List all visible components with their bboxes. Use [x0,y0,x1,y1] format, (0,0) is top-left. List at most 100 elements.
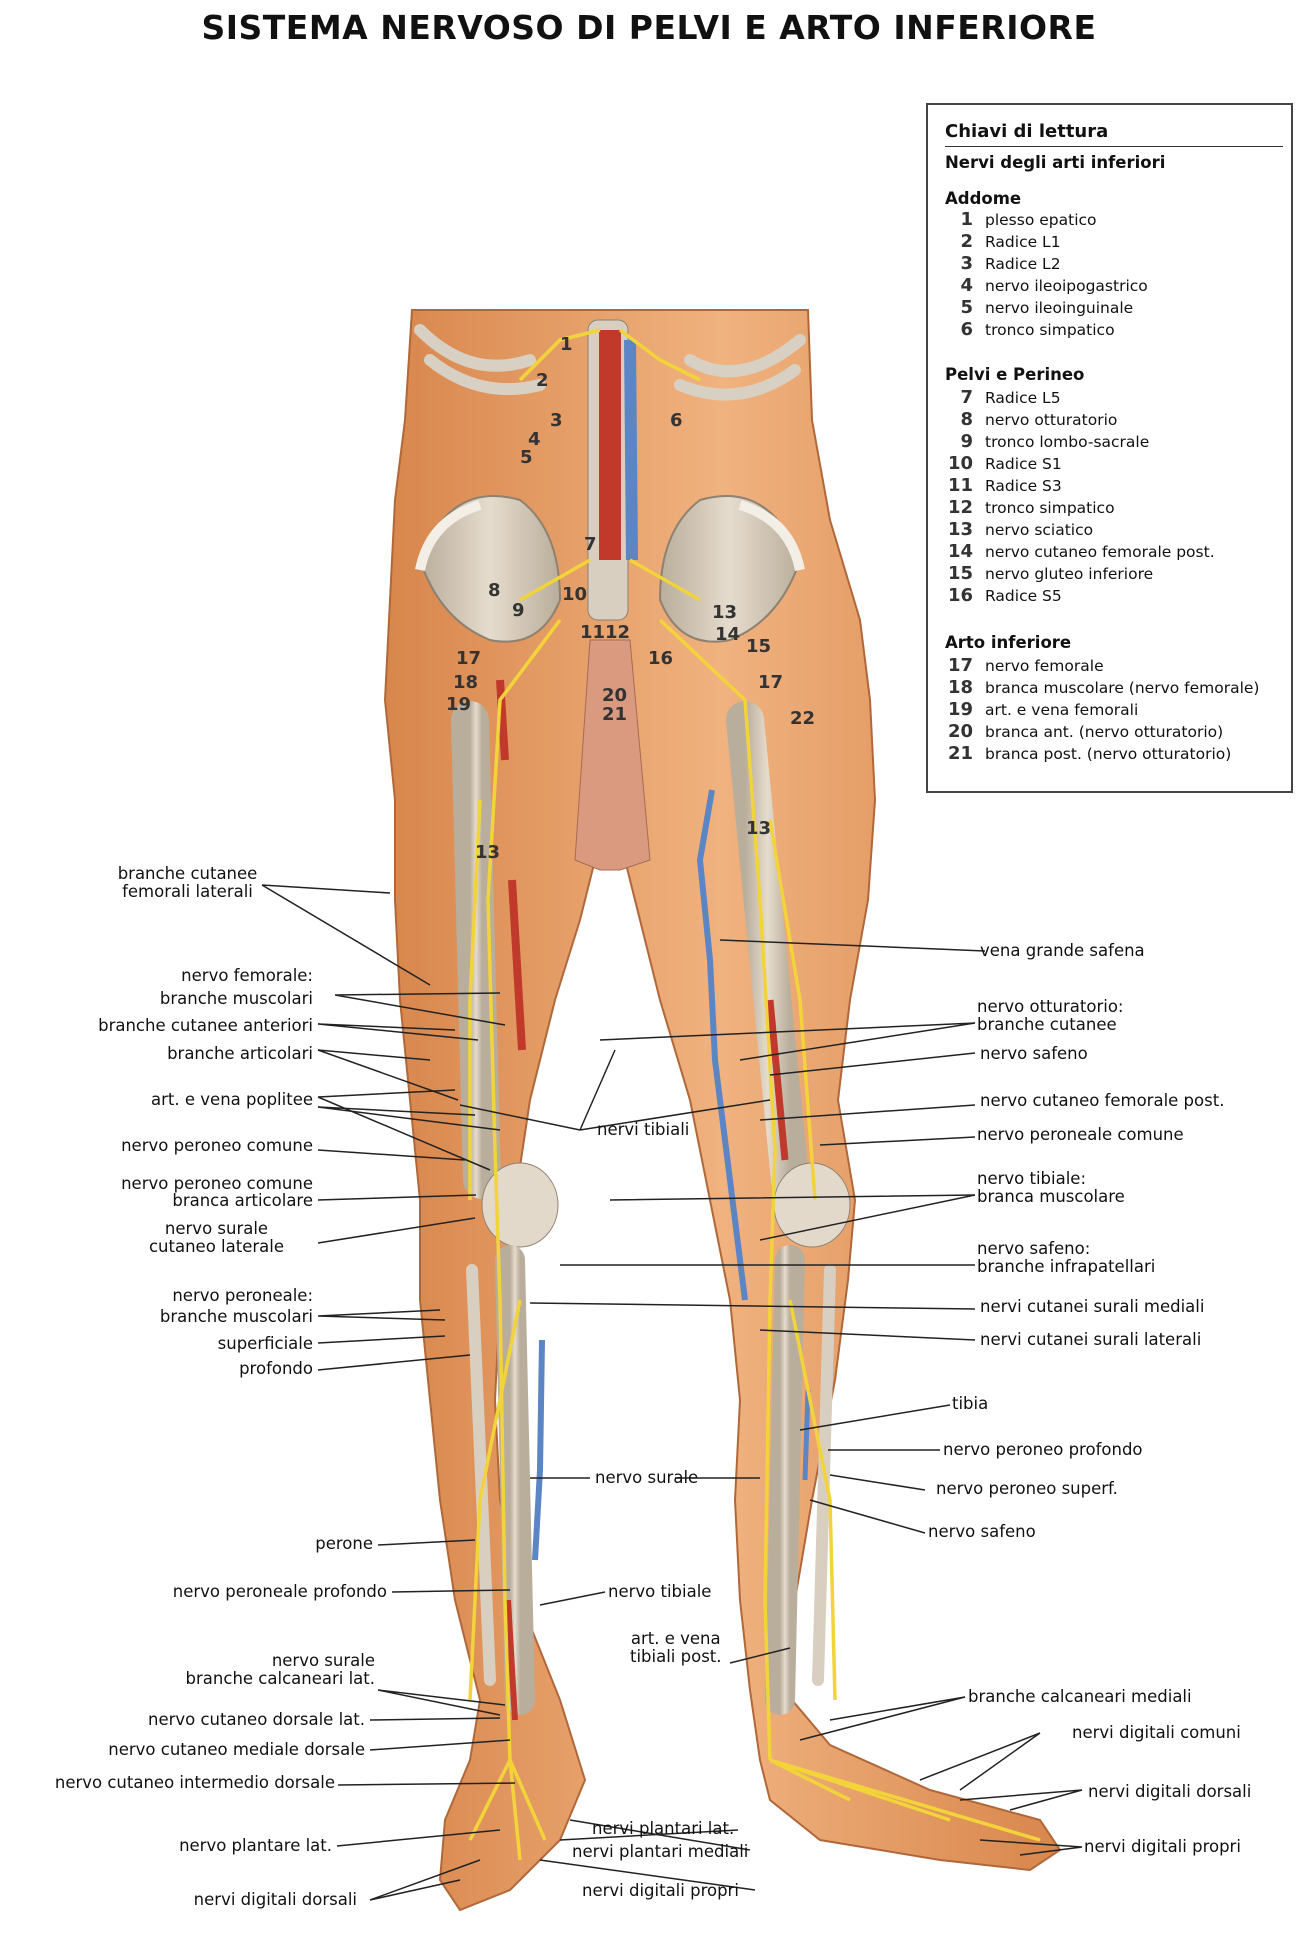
label-nervo-tibiale-branca-muscolare: nervo tibiale: branca muscolare [977,1169,1125,1206]
label-nervo-peroneo-comune: nervo peroneo comune [121,1136,313,1155]
fig-num: 13 [475,842,500,863]
label-nervo-peroneo-superf: nervo peroneo superf. [936,1479,1118,1498]
fig-num: 7 [584,534,597,555]
label-nervi-digitali-propri-center: nervi digitali propri [582,1881,739,1900]
label-nervo-surale-branche-calcaneari-lat: nervo surale branche calcaneari lat. [185,1651,375,1688]
figure-numbers: 1 2 3 4 5 6 7 8 9 10 11 12 13 14 15 16 1… [446,334,815,863]
patella-left [481,1162,559,1248]
label-nervo-surale-cutaneo-laterale: nervo surale cutaneo laterale [148,1219,284,1256]
label-nervo-safeno: nervo safeno [980,1044,1088,1063]
label-nervo-cutaneo-intermedio-dorsale: nervo cutaneo intermedio dorsale [54,1773,335,1792]
label-nervo-peroneale: nervo peroneale: [172,1286,313,1305]
fig-num: 12 [605,622,630,643]
vein-left-leg [532,1339,545,1561]
fig-num: 13 [712,602,737,623]
fig-num: 9 [512,600,525,621]
pelvis-left [418,495,562,643]
fibula-left [466,1264,496,1686]
label-superficiale: superficiale [217,1334,313,1353]
fig-num: 14 [715,624,740,645]
leader-lines [261,884,1083,1901]
legend-subtitle: Nervi degli arti inferiori [945,153,1166,172]
label-nervo-peroneo-comune-2: nervo peroneo comune [121,1174,313,1193]
legend-section-arto-inferiore: Arto inferiore [945,633,1072,652]
label-nervo-cutaneo-dorsale-lat: nervo cutaneo dorsale lat. [147,1710,365,1729]
femoral-artery-left [496,679,526,1051]
vein-right-leg [802,1389,811,1481]
label-nervo-cutaneo-femorale-post: nervo cutaneo femorale post. [980,1091,1225,1110]
label-branche-calcaneari-mediali: branche calcaneari mediali [968,1687,1192,1706]
label-nervi-digitali-dorsali-left: nervi digitali dorsali [193,1890,357,1909]
label-nervo-peroneale-comune: nervo peroneale comune [977,1125,1184,1144]
fig-num: 3 [550,410,563,431]
fig-num: 16 [648,648,673,669]
label-branche-cutanee-anteriori: branche cutanee anteriori [98,1016,313,1035]
label-nervo-surale: nervo surale [595,1468,699,1487]
label-perone: perone [315,1534,373,1553]
fig-num: 15 [746,636,771,657]
femoral-artery-right [766,999,789,1161]
fig-num: 5 [520,447,533,468]
label-art-vena-poplitee: art. e vena poplitee [151,1090,313,1109]
tibia-right [765,1245,805,1715]
fig-num: 2 [536,370,549,391]
label-nervi-plantari-mediali: nervi plantari mediali [572,1842,749,1861]
fig-num: 20 [602,685,627,706]
fig-num: 19 [446,694,471,715]
label-nervo-tibiale: nervo tibiale [608,1582,712,1601]
legend-section-addome: Addome [945,189,1022,208]
pelvis-right [658,495,802,643]
label-nervi-plantari-lat: nervi plantari lat. [592,1819,735,1838]
fig-num: 13 [746,818,771,839]
label-nervo-peroneale-profondo: nervo peroneale profondo [172,1582,387,1601]
label-nervi-cutanei-surali-laterali: nervi cutanei surali laterali [980,1330,1202,1349]
fig-num: 4 [528,429,541,450]
label-art-vena-tibiali-post: art. e vena tibiali post. [630,1629,722,1666]
label-branca-articolare: branca articolare [172,1191,313,1210]
fig-num: 18 [453,672,478,693]
fig-num: 8 [488,580,501,601]
fig-num: 11 [580,622,605,643]
label-nervi-digitali-propri-right: nervi digitali propri [1084,1837,1241,1856]
label-nervo-safeno-branche-infrapatellari: nervo safeno: branche infrapatellari [977,1239,1156,1276]
label-nervo-otturatorio-branche-cutanee: nervo otturatorio: branche cutanee [977,997,1124,1034]
fig-num: 17 [758,672,783,693]
label-nervi-digitali-dorsali-right: nervi digitali dorsali [1088,1782,1252,1801]
fig-num: 17 [456,648,481,669]
label-nervo-femorale: nervo femorale: [181,966,313,985]
femur-left [451,701,501,1199]
label-nervi-digitali-comuni: nervi digitali comuni [1072,1723,1241,1742]
label-nervi-cutanei-surali-mediali: nervi cutanei surali mediali [980,1297,1205,1316]
label-branche-cutanee-femorali-laterali: branche cutanee femorali laterali [117,864,258,901]
nerve-network [468,328,1041,1861]
label-nervo-safeno-2: nervo safeno [928,1522,1036,1541]
ribs [414,324,806,401]
label-tibia: tibia [952,1394,989,1413]
label-nervi-tibiali: nervi tibiali [597,1120,690,1139]
legend-section-pelvi-perineo: Pelvi e Perineo [945,365,1085,384]
saphenous-vein-right [696,789,748,1301]
genitals [574,639,651,871]
label-nervo-peroneo-profondo: nervo peroneo profondo [943,1440,1143,1459]
label-profondo: profondo [239,1359,313,1378]
label-branche-muscolari: branche muscolari [159,989,313,1008]
iliac-crest [415,500,805,572]
fig-num: 22 [790,708,815,729]
